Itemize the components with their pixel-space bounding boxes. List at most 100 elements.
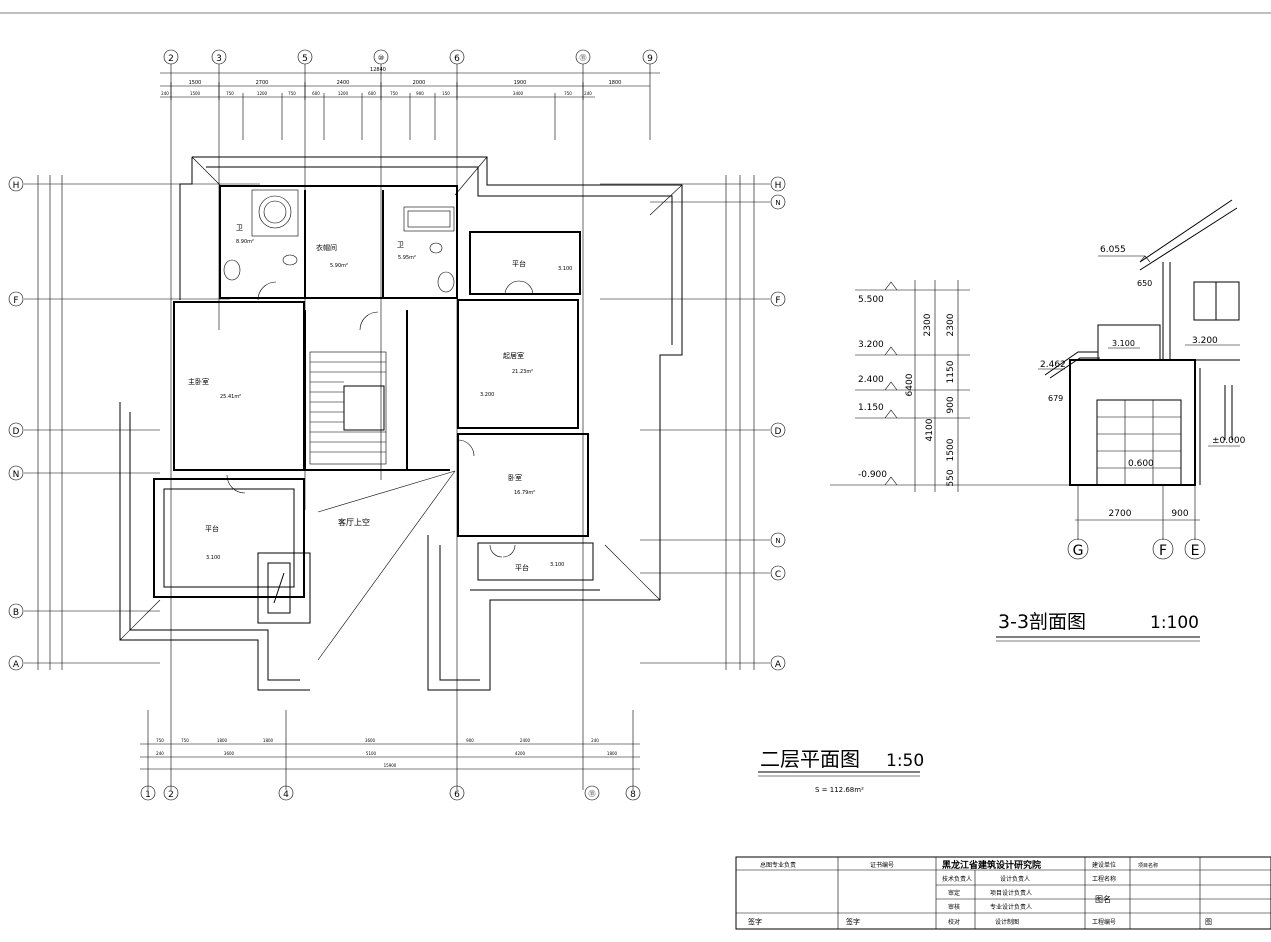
room-elevation: 3.100 [206,555,220,561]
svg-text:2300: 2300 [923,313,933,336]
svg-text:N: N [775,199,780,207]
grid-label: ⑩ [378,54,384,62]
svg-text:240: 240 [156,751,164,756]
svg-text:8: 8 [630,790,636,800]
grid-bubbles-right: H N F D N C A [725,175,786,671]
svg-text:4: 4 [283,790,289,800]
svg-text:G: G [1073,543,1084,559]
room-area: 16.79m² [514,490,535,496]
svg-text:2400: 2400 [520,738,531,743]
svg-text:±0.000: ±0.000 [1212,436,1246,446]
svg-text:1150: 1150 [946,360,956,383]
grid-label: 5 [302,54,308,64]
svg-text:240: 240 [584,91,592,96]
grid-label: ⑪ [580,54,587,62]
svg-text:D: D [775,427,782,437]
grid-label: 3 [216,54,222,64]
plan-area: S = 112.68m² [815,786,864,794]
svg-text:5.500: 5.500 [858,295,884,305]
svg-text:1200: 1200 [257,91,268,96]
svg-text:总图专业负责: 总图专业负责 [760,861,796,869]
svg-text:1800: 1800 [217,738,228,743]
svg-text:B: B [13,608,19,618]
svg-text:N: N [775,537,780,545]
svg-text:750: 750 [564,91,572,96]
plan-scale: 1:50 [886,751,924,771]
svg-text:1200: 1200 [338,91,349,96]
svg-text:2400: 2400 [337,80,350,86]
svg-text:550: 550 [946,469,956,486]
svg-text:900: 900 [466,738,474,743]
svg-text:1: 1 [145,790,151,800]
svg-text:900: 900 [416,91,424,96]
svg-text:1900: 1900 [514,80,527,86]
svg-text:证书编号: 证书编号 [870,861,894,869]
svg-text:6: 6 [454,790,460,800]
svg-text:240: 240 [161,91,169,96]
svg-text:2700: 2700 [256,80,269,86]
svg-text:签字: 签字 [748,917,762,926]
svg-text:A: A [13,660,20,670]
grid-label: 6 [454,54,460,64]
plan-title-block: 二层平面图 1:50 S = 112.68m² [758,747,924,794]
svg-text:2300: 2300 [946,313,956,336]
svg-text:1500: 1500 [946,438,956,461]
room-name: 卧室 [508,473,522,482]
svg-text:150: 150 [442,91,450,96]
section-scale: 1:100 [1150,613,1199,633]
room-name: 主卧室 [188,377,209,386]
svg-text:1500: 1500 [189,80,202,86]
svg-text:2.462: 2.462 [1040,360,1066,370]
dimensions-top: 1500 2700 2400 2000 1900 1800 12840 240 … [160,67,660,140]
svg-text:750: 750 [156,738,164,743]
svg-text:⑪: ⑪ [589,790,596,798]
svg-text:4100: 4100 [925,418,935,441]
svg-text:0.600: 0.600 [1128,459,1154,469]
svg-text:建设单位: 建设单位 [1092,861,1116,869]
building-outline [119,156,683,691]
room-area: 5.90m² [330,263,348,269]
svg-text:设计制图: 设计制图 [995,918,1019,926]
svg-text:项目名称: 项目名称 [1138,862,1158,869]
axis-lines [24,64,770,790]
svg-text:1.150: 1.150 [858,403,884,413]
room-name: 平台 [205,524,219,533]
svg-text:设计负责人: 设计负责人 [1000,875,1030,883]
svg-text:2.400: 2.400 [858,375,884,385]
svg-text:F: F [775,296,780,306]
svg-text:1800: 1800 [607,751,618,756]
svg-text:240: 240 [591,738,599,743]
svg-text:650: 650 [1137,279,1152,288]
title-block: 总图专业负责 证书编号 黑龙江省建筑设计研究院 建设单位 项目名称 技术负责人 … [735,856,1271,930]
svg-text:专业设计负责人: 专业设计负责人 [990,903,1032,911]
room-elevation: 3.200 [480,392,494,398]
svg-text:E: E [1191,543,1200,559]
svg-text:图名: 图名 [1095,894,1111,904]
fixtures [223,189,534,661]
svg-text:3.200: 3.200 [858,340,884,350]
room-area: 8.90m² [236,239,254,245]
svg-text:5100: 5100 [366,751,377,756]
svg-text:1800: 1800 [263,738,274,743]
svg-text:技术负责人: 技术负责人 [942,875,972,883]
svg-text:校对: 校对 [948,918,960,926]
svg-text:工程编号: 工程编号 [1092,918,1116,926]
svg-text:签字: 签字 [846,917,860,926]
grid-bubbles-top: 2 3 5 ⑩ 6 ⑪ 9 [163,49,658,65]
room-elevation: 3.100 [558,266,572,272]
svg-text:审核: 审核 [948,903,960,911]
room-area: 25.41m² [220,394,241,400]
section-title: 3-3剖面图 [998,611,1086,633]
room-name: 平台 [515,563,529,572]
svg-text:12840: 12840 [370,67,386,73]
svg-text:3600: 3600 [224,751,235,756]
grid-label: 2 [168,54,174,64]
svg-text:6400: 6400 [905,373,915,396]
svg-text:750: 750 [390,91,398,96]
svg-text:1500: 1500 [190,91,201,96]
svg-text:679: 679 [1048,394,1063,403]
svg-text:C: C [775,570,781,580]
svg-text:2: 2 [168,790,174,800]
svg-text:F: F [1159,543,1167,559]
